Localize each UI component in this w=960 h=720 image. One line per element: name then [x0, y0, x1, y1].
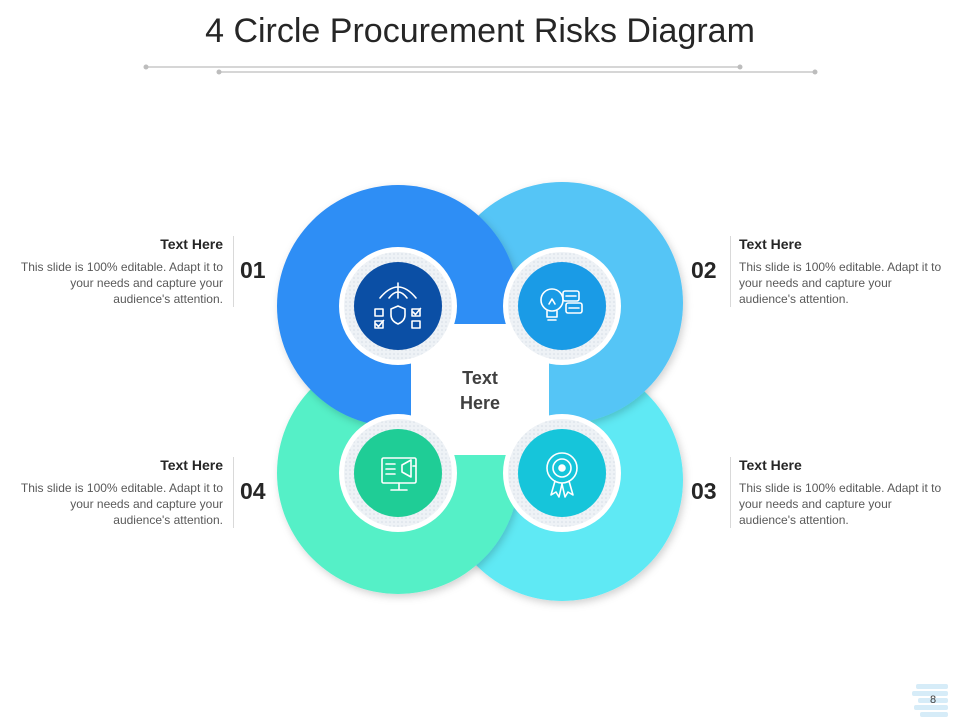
- text-block-01: Text Here This slide is 100% editable. A…: [18, 236, 234, 307]
- number-04: 04: [240, 478, 266, 504]
- text-block-heading: Text Here: [739, 236, 802, 252]
- text-block-body: This slide is 100% editable. Adapt it to…: [739, 481, 942, 527]
- number-02: 02: [691, 257, 717, 283]
- text-block-heading: Text Here: [739, 457, 802, 473]
- text-block-heading: Text Here: [160, 236, 223, 252]
- text-block-03: Text Here This slide is 100% editable. A…: [730, 457, 944, 528]
- number-03: 03: [691, 478, 717, 504]
- badge-04: [339, 414, 457, 532]
- slide-title: 4 Circle Procurement Risks Diagram: [205, 12, 755, 50]
- number-01: 01: [240, 257, 266, 283]
- shield-checklist-icon: [374, 282, 422, 329]
- text-block-body: This slide is 100% editable. Adapt it to…: [20, 260, 223, 306]
- text-block-02: Text Here This slide is 100% editable. A…: [730, 236, 944, 307]
- lightbulb-chat-icon: [540, 288, 583, 321]
- text-block-body: This slide is 100% editable. Adapt it to…: [20, 481, 223, 527]
- computer-megaphone-icon: [381, 457, 417, 491]
- text-block-body: This slide is 100% editable. Adapt it to…: [739, 260, 942, 306]
- text-block-04: Text Here This slide is 100% editable. A…: [18, 457, 234, 528]
- badge-03: [503, 414, 621, 532]
- page-number: 8: [929, 694, 937, 706]
- award-badge-icon: [546, 452, 578, 498]
- text-block-heading: Text Here: [160, 457, 223, 473]
